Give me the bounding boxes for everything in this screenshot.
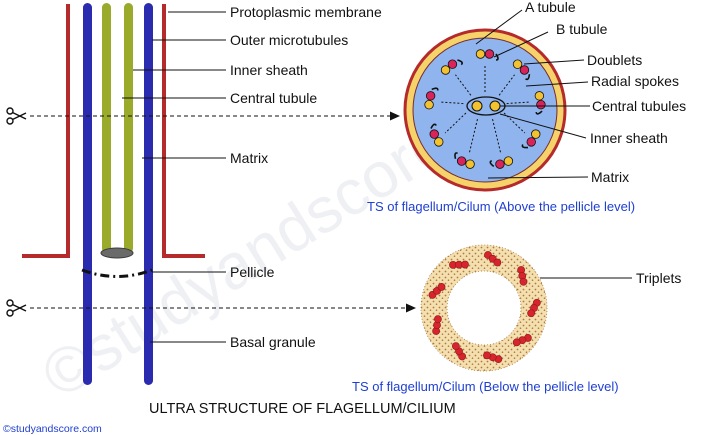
label-ts-matrix: Matrix <box>591 169 629 185</box>
caption-below: TS of flagellum/Cilum (Below the pellicl… <box>352 379 619 394</box>
triplet-tubule <box>493 258 502 267</box>
radial-spoke <box>468 119 478 154</box>
b-tubule <box>512 59 523 69</box>
a-tubule <box>484 49 495 59</box>
radial-spoke <box>455 74 472 96</box>
radial-spoke <box>492 119 502 154</box>
a-tubule <box>526 137 536 147</box>
label-a-tubule: A tubule <box>525 0 576 15</box>
ts-above-pellicle <box>403 28 567 192</box>
scissors-icon <box>6 107 27 125</box>
triplets <box>428 251 541 364</box>
doublets <box>424 49 546 169</box>
b-tubule <box>503 156 514 166</box>
pellicle-line <box>81 268 153 278</box>
ts-below-inner-edge <box>446 270 522 346</box>
central-tubule-right <box>124 3 133 253</box>
label-central-tubules: Central tubules <box>592 98 686 114</box>
dynein-arm <box>525 74 531 81</box>
leader-lines-left <box>122 11 226 343</box>
outer-microtubule-right <box>144 3 153 385</box>
diagram-title: ULTRA STRUCTURE OF FLAGELLUM/CILIUM <box>149 401 456 417</box>
arrow-head-above <box>390 111 400 121</box>
triplet-tubule <box>434 315 442 324</box>
dynein-arm <box>521 144 529 149</box>
caption-above: TS of flagellum/Cilum (Above the pellicl… <box>367 199 635 214</box>
a-tubule <box>429 129 439 139</box>
a-tubule <box>536 100 546 110</box>
b-tubule <box>424 100 434 110</box>
longitudinal-section <box>22 3 205 385</box>
label-triplets: Triplets <box>636 270 681 286</box>
a-tubule <box>456 156 467 166</box>
triplet-tubule <box>437 283 446 291</box>
triplet-tubule <box>461 260 469 269</box>
label-inner-sheath: Inner sheath <box>230 62 308 78</box>
radial-spoke <box>444 112 467 134</box>
dynein-arm <box>430 123 437 129</box>
central-tubule-end <box>100 247 134 259</box>
label-basal-granule: Basal granule <box>230 334 316 350</box>
a-tubule <box>519 65 530 75</box>
outer-microtubule-left <box>83 3 92 385</box>
b-tubule <box>434 137 444 147</box>
triplet-tubule <box>519 277 528 286</box>
ts-central-tubule <box>489 100 501 112</box>
ts-below-pellicle <box>420 244 548 372</box>
dynein-arm <box>431 87 439 91</box>
ts-central-tubule <box>471 100 483 112</box>
label-pellicle: Pellicle <box>230 264 275 280</box>
arrow-head-below <box>406 303 416 313</box>
b-tubule <box>534 91 545 101</box>
dynein-arm <box>535 110 543 115</box>
b-tubule <box>531 129 541 139</box>
label-protoplasmic-membrane: Protoplasmic membrane <box>230 4 382 20</box>
label-b-tubule: B tubule <box>556 21 608 37</box>
b-tubule <box>440 65 451 75</box>
leader-lines-ts-above <box>475 9 590 179</box>
label-matrix: Matrix <box>230 150 268 166</box>
dynein-arm <box>454 152 458 160</box>
b-tubule <box>465 159 475 169</box>
dynein-arm <box>457 59 463 66</box>
triplet-tubule <box>512 338 521 347</box>
dynein-arm <box>489 159 495 168</box>
label-central-tubule: Central tubule <box>230 90 317 106</box>
a-tubule <box>447 59 458 69</box>
membrane-left <box>22 4 70 258</box>
dynein-arm <box>495 53 499 61</box>
radial-spoke <box>498 74 515 96</box>
b-tubule <box>475 49 486 59</box>
membrane-right <box>162 4 205 258</box>
triplet-tubule <box>483 351 491 360</box>
triplet-tubule <box>451 342 460 351</box>
label-radial-spokes: Radial spokes <box>591 73 679 89</box>
copyright: ©studyandscore.com <box>3 423 102 435</box>
central-tubule-left <box>102 3 111 253</box>
ts-below-outer-edge <box>420 244 548 372</box>
scissors-icon <box>6 299 27 317</box>
a-tubule <box>425 91 436 101</box>
triplet-tubule <box>527 309 536 318</box>
a-tubule <box>495 159 505 169</box>
label-outer-microtubules: Outer microtubules <box>230 32 348 48</box>
label-doublets: Doublets <box>587 52 642 68</box>
label-ts-inner-sheath: Inner sheath <box>590 130 668 146</box>
